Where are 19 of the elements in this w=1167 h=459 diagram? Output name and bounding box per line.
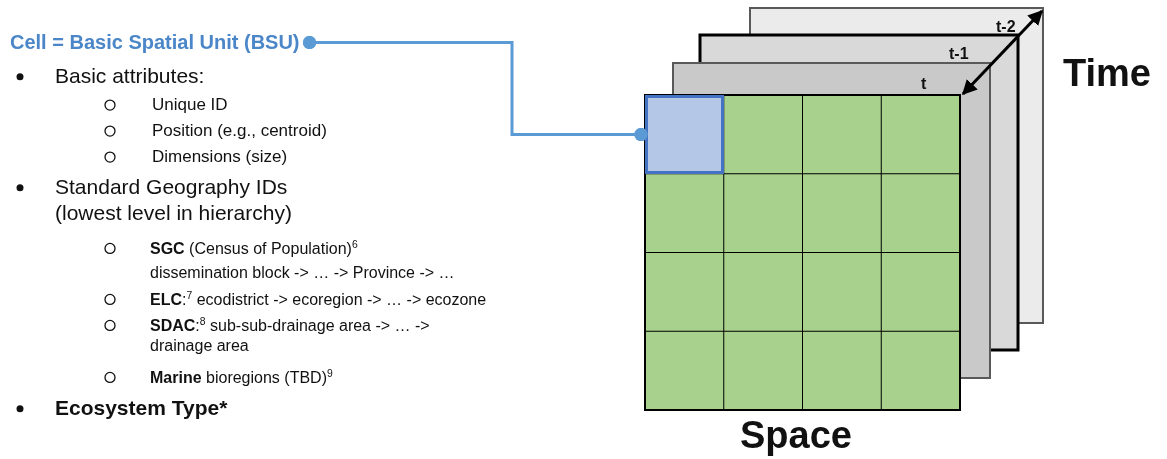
layer-label: t-2 <box>996 17 1016 37</box>
heading: Cell = Basic Spatial Unit (BSU) <box>10 31 300 54</box>
highlighted-cell <box>645 95 724 174</box>
list-item-text: Ecosystem Type* <box>55 395 228 421</box>
list-item-text: SGC (Census of Population)$^{6}$ <box>150 238 358 260</box>
list-item-text: Dimensions (size) <box>152 146 288 168</box>
axis-label: Time <box>1063 51 1151 96</box>
axis-label: Space <box>740 413 852 458</box>
list-item-text: Standard Geography IDs (lowest level in hierarchy) <box>55 174 293 227</box>
list-item-text: ELC:$^{7}$ ecodistrict -> ecoregion -> … -> ecozone <box>150 289 487 311</box>
connector-line <box>302 35 648 142</box>
layer-label: t-1 <box>949 44 969 64</box>
list-item-text: SDAC:$^{8}$ sub-sub-drainage area -> … -> drainage area <box>150 315 431 357</box>
list-item-text: Basic attributes: <box>55 63 205 89</box>
list-item-text: Marine bioregions (TBD)$^{9}$ <box>150 367 333 389</box>
list-item-text: Unique ID <box>152 94 228 116</box>
list-item-text: Position (e.g., centroid) <box>152 120 327 142</box>
layer-label: t <box>921 74 927 94</box>
list-item-text: dissemination block -> … -> Province -> … <box>150 263 455 283</box>
